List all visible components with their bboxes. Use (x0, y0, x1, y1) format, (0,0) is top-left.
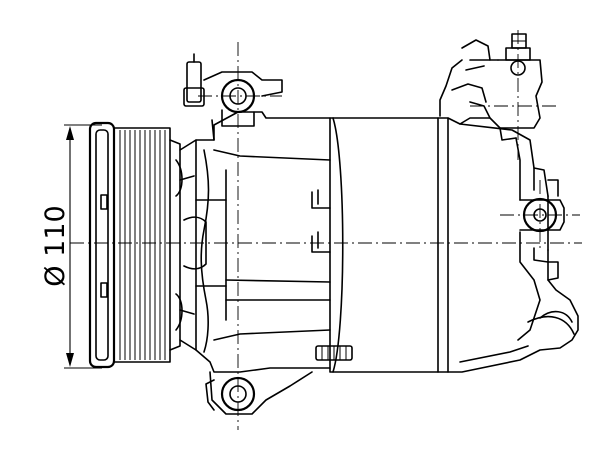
control-valve (439, 33, 543, 141)
rear-port (519, 197, 565, 233)
front-housing (175, 111, 331, 373)
bottom-mount (205, 371, 313, 415)
pulley (88, 121, 181, 369)
diameter-dimension: Ø 110 (40, 124, 102, 369)
top-mount (183, 53, 283, 141)
pulley-grooves (119, 130, 166, 360)
lower-fitting (315, 345, 353, 361)
middle-body (311, 117, 439, 373)
body-ribs (311, 189, 331, 253)
diameter-label: Ø 110 (40, 205, 71, 286)
center-lines (70, 30, 582, 430)
rear-head (437, 117, 579, 373)
